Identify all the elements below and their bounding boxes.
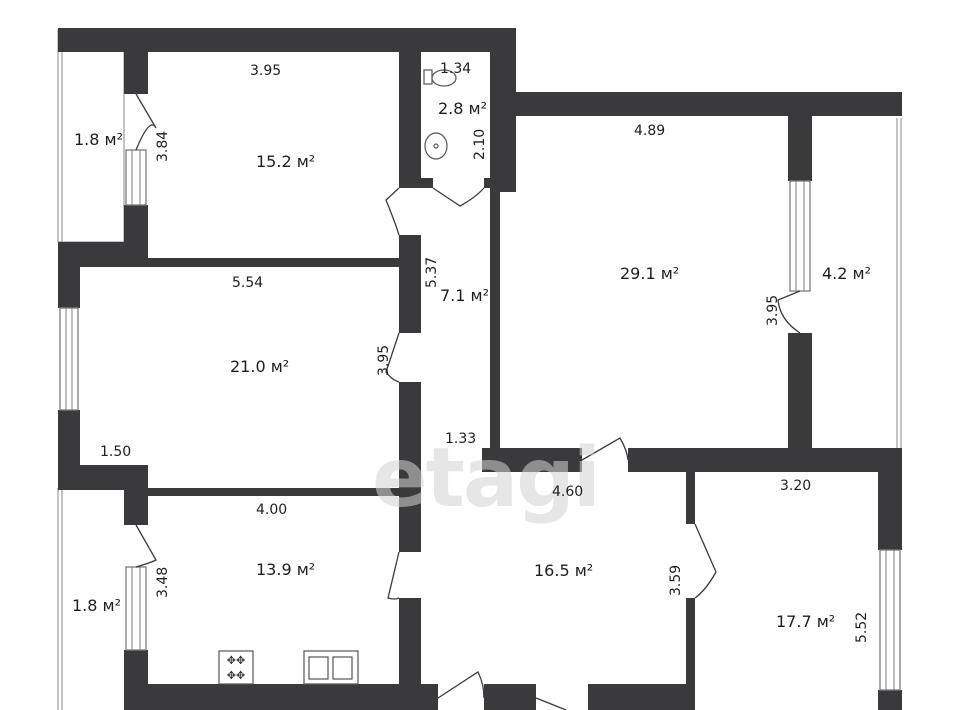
area-label: 1.8 м²: [72, 596, 121, 615]
area-label: 1.8 м²: [74, 130, 123, 149]
dimension-label: 3.95: [376, 345, 392, 376]
dimension-label: 4.60: [552, 484, 583, 500]
dimension-label: 3.48: [155, 567, 171, 598]
kitchen-sink-icon: [303, 650, 359, 685]
area-label: 21.0 м²: [230, 357, 289, 376]
dimension-label: 3.84: [155, 131, 171, 162]
dimension-label: 3.20: [780, 478, 811, 494]
dimension-label: 3.95: [765, 295, 781, 326]
area-label: 2.8 м²: [438, 99, 487, 118]
stove-icon: ✥✥ ✥✥: [218, 650, 254, 685]
area-label: 4.2 м²: [822, 264, 871, 283]
dimension-label: 4.89: [634, 123, 665, 139]
dimension-label: 3.59: [668, 565, 684, 596]
area-label: 13.9 м²: [256, 560, 315, 579]
svg-text:✥✥: ✥✥: [227, 654, 245, 667]
sink-icon: [424, 132, 448, 160]
dimension-label: 3.95: [250, 63, 281, 79]
area-label: 29.1 м²: [620, 264, 679, 283]
window: [789, 180, 811, 292]
svg-text:✥✥: ✥✥: [227, 669, 245, 682]
window: [59, 307, 79, 411]
dimension-label: 5.37: [424, 257, 440, 288]
area-label: 7.1 м²: [440, 286, 489, 305]
area-label: 17.7 м²: [776, 612, 835, 631]
dimension-label: 1.34: [440, 61, 471, 77]
area-label: 15.2 м²: [256, 152, 315, 171]
window: [125, 149, 147, 206]
walls: [58, 28, 902, 710]
window: [879, 549, 901, 691]
window: [125, 566, 147, 651]
area-label: 16.5 м²: [534, 561, 593, 580]
toilet-icon: [423, 69, 457, 87]
doors: [135, 93, 801, 710]
dimension-label: 5.54: [232, 275, 263, 291]
windows: [59, 149, 901, 691]
dimension-label: 2.10: [472, 129, 488, 160]
dimension-label: 1.33: [445, 431, 476, 447]
watermark: etagi: [372, 431, 599, 526]
dimension-label: 4.00: [256, 502, 287, 518]
dimension-label: 1.50: [100, 444, 131, 460]
dimension-label: 5.52: [854, 612, 870, 643]
labels: 1.8 м² 3.95 3.84 15.2 м² 1.34 2.8 м² 2.1…: [72, 61, 871, 643]
